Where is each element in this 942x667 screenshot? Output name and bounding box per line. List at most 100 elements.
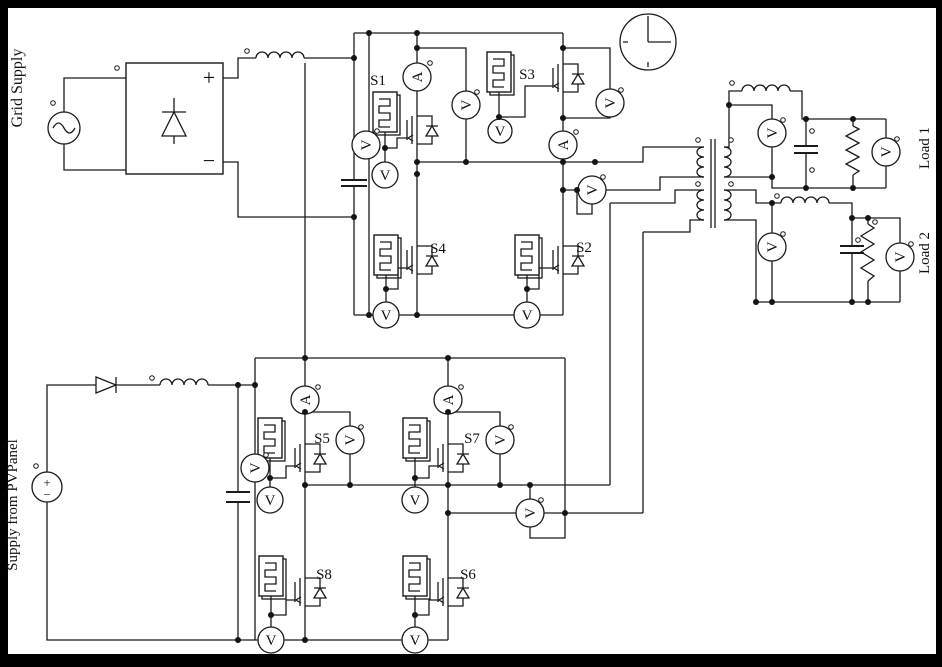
svg-text:V: V: [381, 308, 392, 324]
svg-text:V: V: [893, 251, 909, 262]
voltmeter-gate-s1: V: [371, 161, 399, 189]
load1-capacitor[interactable]: [794, 145, 818, 154]
text-labels: Grid Supply Supply from PVPanel Load 1 L…: [5, 49, 933, 583]
mosfet-switches[interactable]: [294, 58, 586, 612]
voltmeter-load2: V: [885, 242, 915, 272]
mosfet-s2: [552, 240, 586, 280]
svg-text:V: V: [495, 124, 506, 140]
voltmeter-secondary1: V: [757, 118, 787, 148]
secondary-winding-1: [723, 146, 732, 178]
multiwinding-transformer[interactable]: [696, 139, 732, 228]
pv-blocking-diode[interactable]: [95, 376, 118, 394]
voltmeters-rotated[interactable]: V V V V V V V V V V V V: [240, 88, 915, 528]
mosfet-s8: [294, 572, 328, 612]
primary-winding-1: [696, 146, 705, 178]
svg-text:V: V: [765, 127, 781, 138]
pulse-generator-s1: [372, 91, 401, 136]
svg-text:V: V: [343, 434, 359, 445]
mosfet-s5: [294, 438, 328, 478]
transformer-core: [710, 139, 716, 228]
grid-supply-label: Grid Supply: [9, 49, 26, 128]
clock-block[interactable]: [619, 13, 677, 71]
port-marks: [33, 48, 914, 503]
pulse-generator-s2: [514, 234, 543, 279]
diode-rectifier-block[interactable]: + −: [125, 62, 224, 175]
pulse-generator-s7: [402, 417, 431, 462]
ammeter-grid-leg1: A: [402, 62, 432, 92]
svg-text:V: V: [359, 139, 375, 150]
mosfet-s1: [406, 110, 440, 150]
mosfet-s6: [437, 572, 471, 612]
grid-filter-inductor[interactable]: [255, 51, 305, 59]
voltmeter-across-s3: V: [595, 88, 625, 118]
pulse-generator-s3: [486, 51, 515, 96]
pv-supply-label: Supply from PVPanel: [5, 439, 21, 571]
load1-resistor[interactable]: [844, 125, 861, 176]
svg-text:V: V: [248, 462, 264, 473]
rectifier-minus-sign: −: [203, 148, 215, 173]
voltmeter-gate-s3: V: [487, 118, 513, 144]
label-switch-s5: S5: [314, 431, 330, 447]
pulse-generator-s8: [258, 555, 287, 600]
svg-text:V: V: [522, 308, 533, 324]
svg-text:V: V: [410, 493, 421, 509]
pulse-generator-s4: [373, 234, 402, 279]
svg-text:V: V: [523, 507, 539, 518]
svg-text:V: V: [410, 633, 421, 649]
svg-text:V: V: [380, 168, 391, 184]
secondary-winding-2: [723, 189, 732, 221]
pv-dc-source[interactable]: + −: [31, 471, 63, 503]
pulse-generator-s5: [257, 417, 286, 462]
svg-text:V: V: [266, 633, 277, 649]
svg-text:V: V: [265, 493, 276, 509]
load1-inductor[interactable]: [741, 84, 791, 92]
pulse-generators[interactable]: [257, 51, 543, 600]
mosfet-s3: [552, 58, 586, 98]
label-switch-s7: S7: [464, 431, 480, 447]
pv-minus-sign: −: [43, 487, 50, 502]
voltmeters-upright[interactable]: V V V V V V V V: [256, 118, 541, 654]
voltmeter-across-s5: V: [335, 425, 365, 455]
svg-text:A: A: [556, 139, 572, 150]
load2-capacitor[interactable]: [840, 245, 864, 254]
label-switch-s4: S4: [430, 241, 446, 257]
voltmeter-gate-s7: V: [401, 486, 429, 514]
junction-dots: [235, 30, 871, 643]
label-switch-s3: S3: [519, 67, 535, 83]
voltmeter-pv-output: V: [515, 498, 545, 528]
voltmeter-dclink-pv: V: [240, 453, 270, 483]
ac-grid-source[interactable]: [47, 111, 81, 145]
svg-text:V: V: [765, 241, 781, 252]
circuit-wires: [46, 32, 901, 641]
load2-label: Load 2: [917, 232, 933, 274]
ammeter-grid-leg2: A: [548, 130, 578, 160]
label-switch-s1: S1: [370, 73, 386, 89]
svg-text:V: V: [459, 99, 475, 110]
voltmeter-gate-s8: V: [257, 626, 285, 654]
voltmeter-dclink-grid: V: [351, 130, 381, 160]
svg-text:V: V: [879, 146, 895, 157]
ammeters[interactable]: A A A A: [290, 62, 578, 415]
voltmeter-bridge-output: V: [577, 175, 607, 205]
voltmeter-gate-s4: V: [372, 301, 400, 329]
clock-hands-icon: [623, 16, 671, 67]
label-switch-s8: S8: [316, 567, 332, 583]
svg-text:A: A: [298, 394, 314, 405]
voltmeter-gate-s6: V: [401, 626, 429, 654]
pv-filter-inductor[interactable]: [159, 378, 209, 386]
mosfet-s4: [406, 240, 440, 280]
voltmeter-gate-s2: V: [513, 301, 541, 329]
load2-resistor[interactable]: [859, 223, 876, 282]
rectifier-plus-sign: +: [203, 65, 215, 90]
voltmeter-secondary2: V: [757, 232, 787, 262]
svg-text:V: V: [603, 97, 619, 108]
pv-plus-sign: +: [43, 475, 50, 490]
voltmeter-load1: V: [871, 137, 901, 167]
mosfet-s7: [437, 438, 471, 478]
primary-winding-2: [696, 189, 705, 221]
load2-inductor[interactable]: [780, 196, 830, 204]
svg-text:V: V: [493, 434, 509, 445]
rectifier-diode-triangle: [160, 110, 188, 137]
voltmeter-across-s1: V: [451, 90, 481, 120]
